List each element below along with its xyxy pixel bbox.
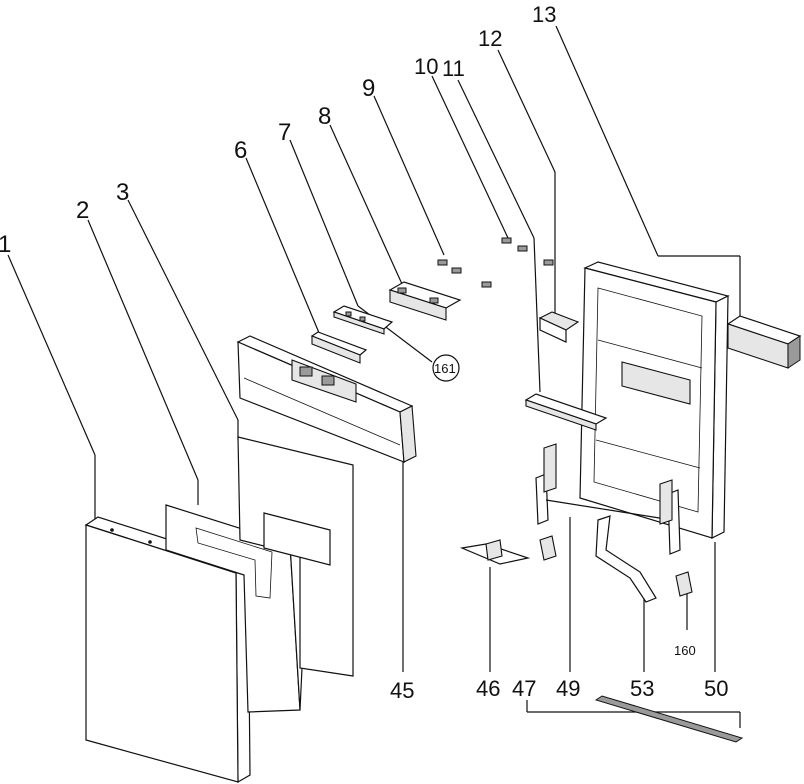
leader-6 <box>245 157 323 341</box>
part-160-clip <box>675 571 693 597</box>
callout-49: 49 <box>556 676 580 701</box>
part-11-rail <box>524 393 608 431</box>
callout-161-circle <box>432 354 460 382</box>
leader-7 <box>289 139 359 307</box>
part-45-control-panel <box>236 335 417 463</box>
part-53-cable <box>595 515 657 603</box>
part-46-bracket <box>459 539 531 565</box>
callout-12: 12 <box>478 26 502 51</box>
part-6-button-strip <box>310 331 368 364</box>
part-49-hinge-arm <box>535 443 681 555</box>
callout-7: 7 <box>278 119 291 146</box>
callout-9: 9 <box>362 75 375 102</box>
callout-161: 161 <box>434 361 456 376</box>
callout-160: 160 <box>674 643 696 658</box>
callout-labels: 1 2 3 6 7 8 9 10 11 12 13 45 46 47 49 53… <box>0 2 728 703</box>
part-10-clips <box>501 237 554 266</box>
leader-lines <box>7 25 741 728</box>
frame-detergent-slot <box>621 361 691 405</box>
leader-1 <box>7 254 96 456</box>
part-12-latch <box>538 311 580 343</box>
leader-11b <box>533 237 541 393</box>
leader-2 <box>87 219 199 481</box>
part-9-clips <box>437 259 492 288</box>
part-7-control-board <box>332 305 394 335</box>
callout-45: 45 <box>390 678 414 703</box>
callout-11: 11 <box>442 56 465 81</box>
callout-3: 3 <box>116 179 129 206</box>
leader-13 <box>555 25 659 257</box>
leader-9 <box>373 95 445 256</box>
housing-end <box>399 405 417 463</box>
callout-10: 10 <box>414 54 438 79</box>
part-47-strip <box>594 695 744 743</box>
callout-13: 13 <box>532 2 556 27</box>
panel-face <box>237 436 354 677</box>
callout-6: 6 <box>234 137 247 164</box>
callout-53: 53 <box>630 676 654 701</box>
inner-door-frame <box>579 261 730 539</box>
part-clip-a <box>539 535 557 561</box>
leader-11 <box>457 79 535 239</box>
leader-10 <box>431 75 509 239</box>
callout-47: 47 <box>512 676 536 701</box>
callout-46: 46 <box>476 676 500 701</box>
callout-8: 8 <box>318 103 331 130</box>
leader-8 <box>329 124 403 285</box>
part-8-bracket <box>388 281 462 321</box>
part-3-inner-panel <box>237 436 354 677</box>
leader-3 <box>127 199 239 421</box>
leader-12 <box>497 49 556 173</box>
callout-50: 50 <box>704 676 728 701</box>
callout-2: 2 <box>76 197 89 224</box>
panel-label-area <box>263 512 331 566</box>
callout-1: 1 <box>0 231 11 258</box>
part-13-dispenser <box>726 315 802 369</box>
frame-cutout <box>195 527 273 599</box>
